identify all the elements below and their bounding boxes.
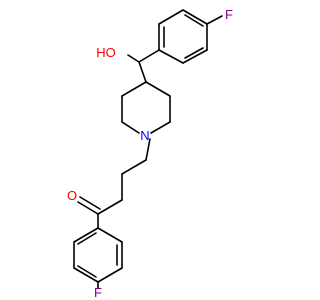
- bond: [73, 227, 99, 243]
- bond: [127, 54, 140, 63]
- chemical-structure: HO N O F F: [67, 7, 233, 300]
- atom-labels: HO N O F F: [67, 7, 233, 300]
- bonds: [73, 9, 223, 289]
- bond: [79, 196, 101, 210]
- bond: [138, 61, 147, 83]
- carbonyl-oxygen-label: O: [67, 188, 77, 203]
- bond: [121, 159, 147, 175]
- bond: [77, 232, 97, 245]
- bond: [97, 199, 123, 215]
- bond: [182, 49, 208, 64]
- bond: [73, 267, 99, 283]
- nitrogen-label: N: [140, 128, 149, 143]
- bond: [145, 81, 171, 97]
- bond: [138, 49, 160, 63]
- bond: [77, 265, 97, 278]
- bond: [97, 267, 123, 283]
- bond: [184, 14, 204, 27]
- bond: [145, 138, 151, 161]
- bond: [121, 121, 140, 134]
- bond: [158, 49, 184, 64]
- bond: [97, 227, 123, 243]
- bond: [206, 15, 223, 25]
- bond: [121, 81, 147, 97]
- bond: [77, 201, 99, 215]
- bond: [150, 121, 171, 134]
- fluorine-bottom-label: F: [94, 285, 102, 300]
- bond: [182, 9, 208, 25]
- fluorine-top-label: F: [225, 7, 233, 22]
- bond: [184, 47, 204, 59]
- bond: [158, 9, 184, 25]
- hydroxyl-label: HO: [96, 45, 116, 60]
